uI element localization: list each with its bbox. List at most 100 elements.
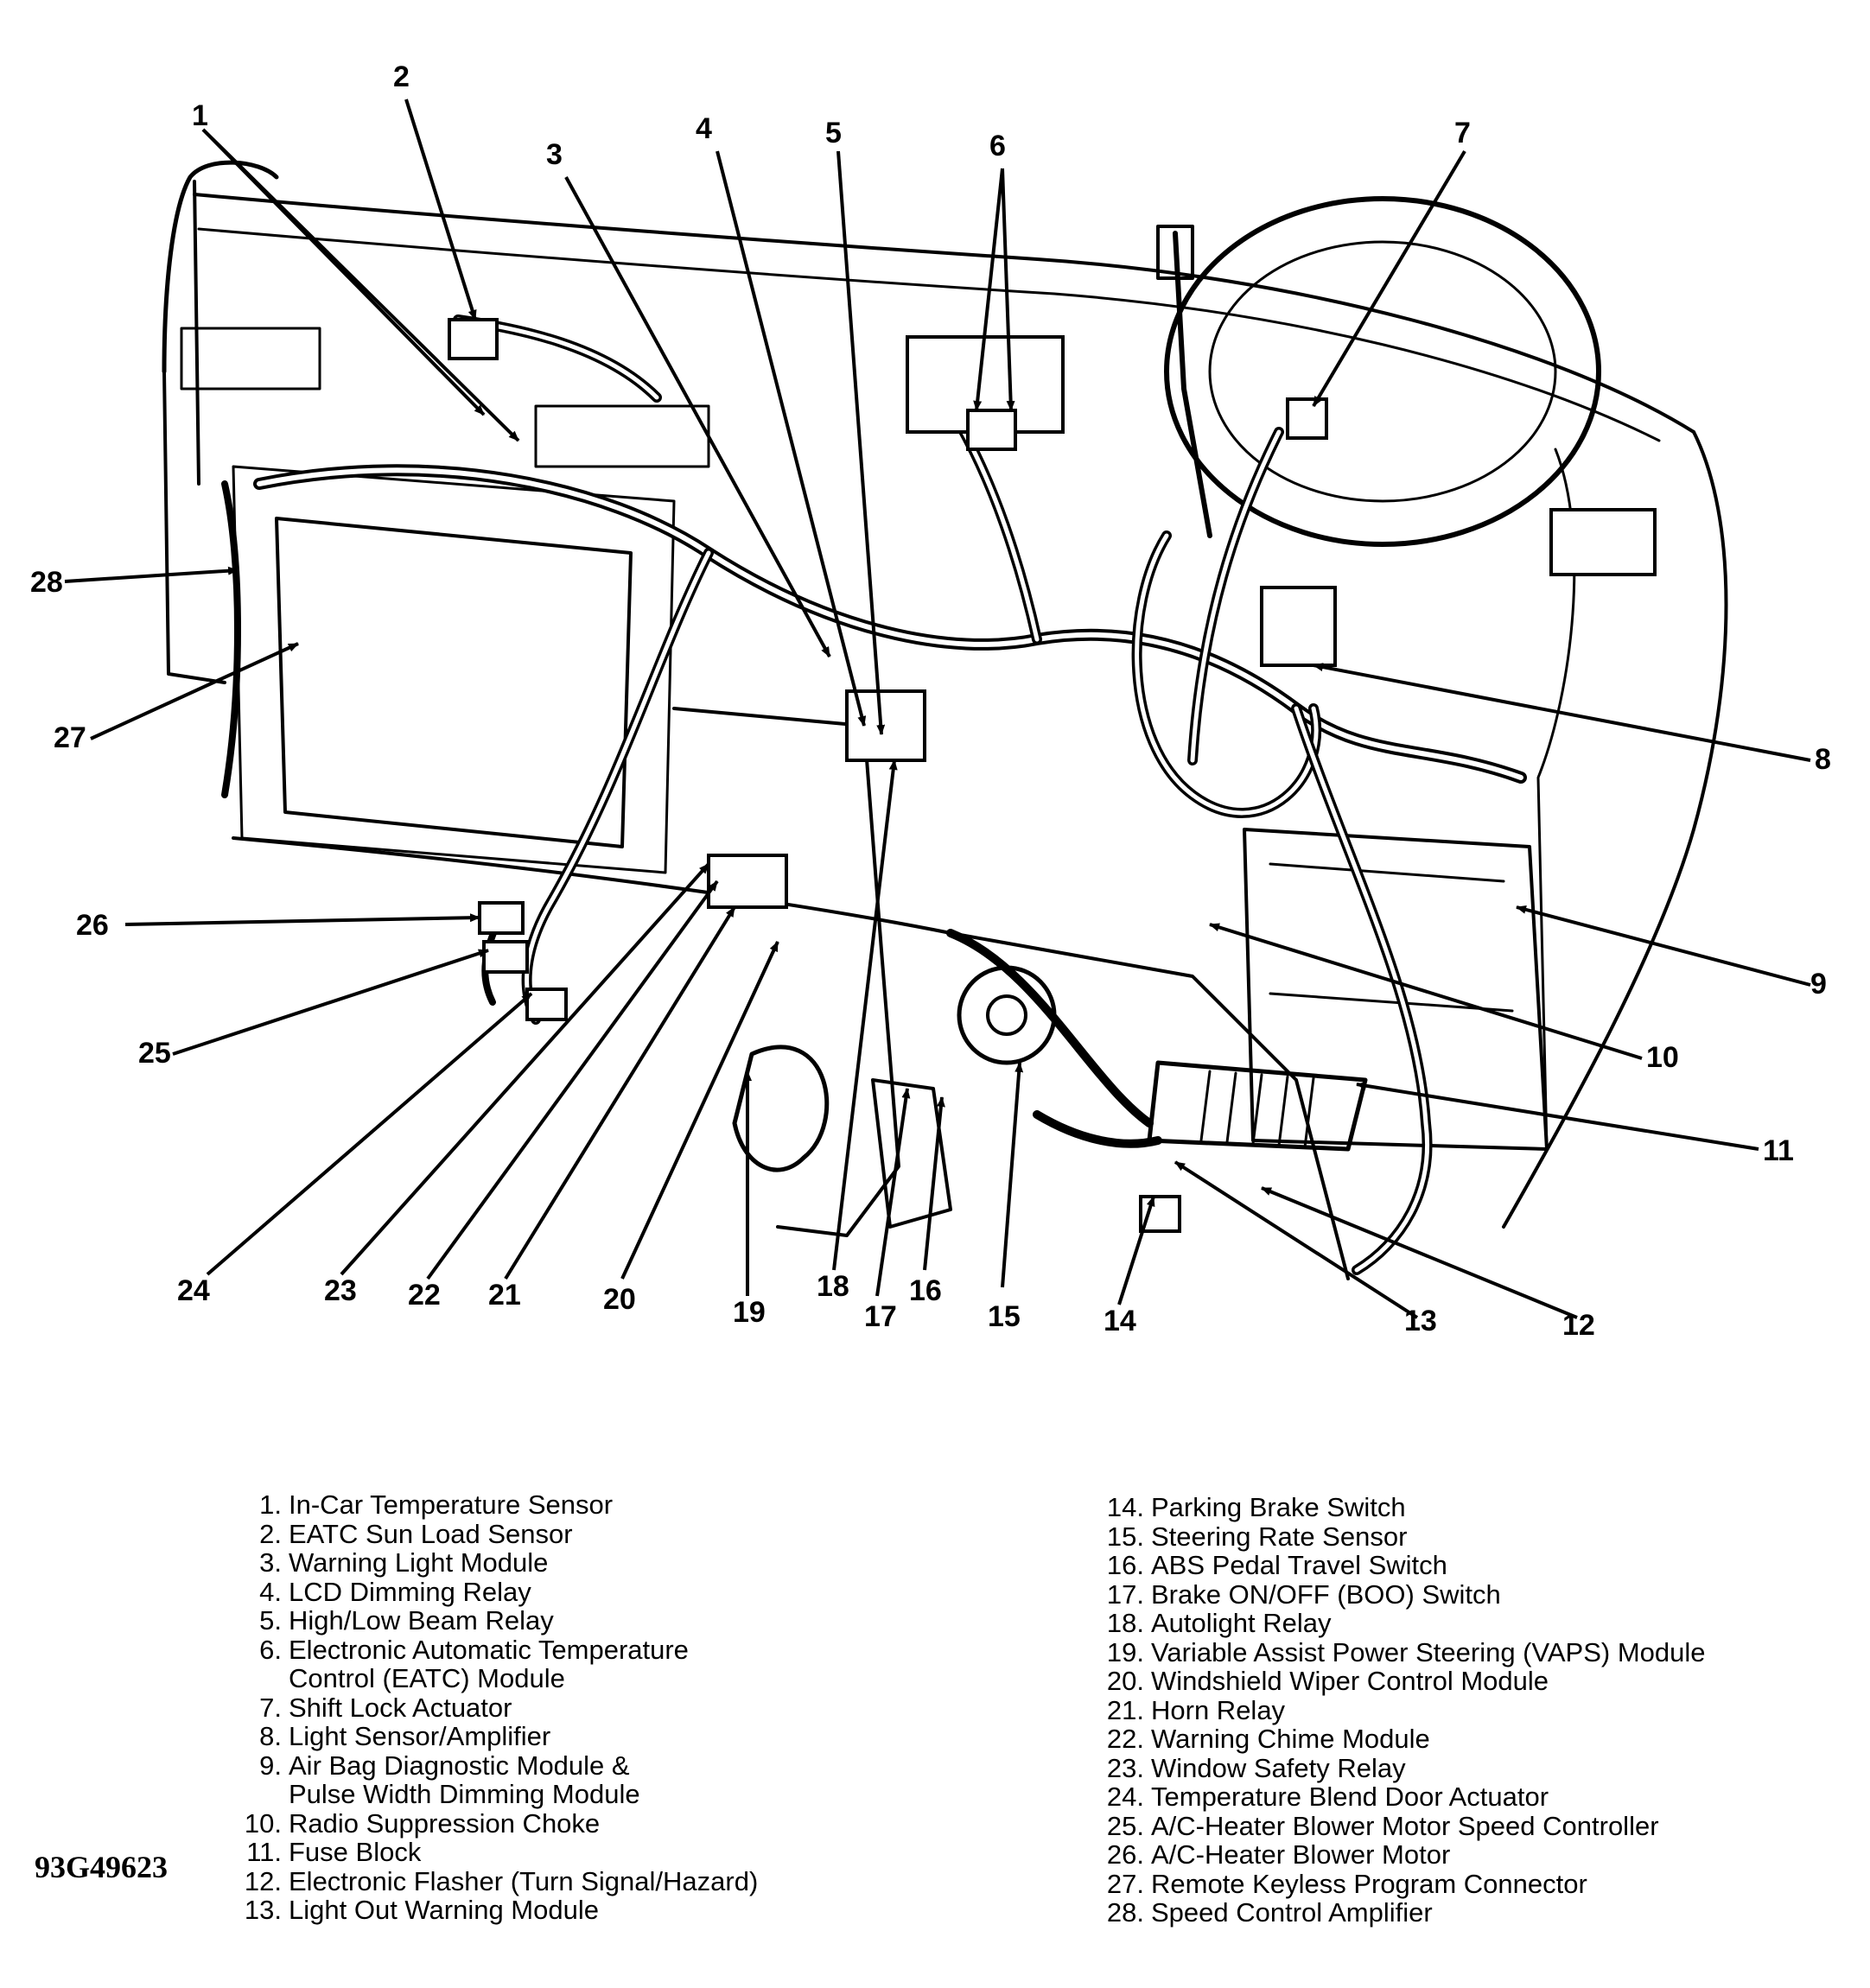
shift-lock-actuator bbox=[1286, 397, 1328, 440]
callout-11: 11 bbox=[1763, 1134, 1794, 1167]
legend-number: 1. bbox=[259, 1489, 282, 1520]
legend-item: 25.A/C-Heater Blower Motor Speed Control… bbox=[1096, 1811, 1706, 1841]
leader-25 bbox=[172, 949, 489, 1056]
legend-label: Radio Suppression Choke bbox=[289, 1807, 601, 1839]
legend-label: Variable Assist Power Steering (VAPS) Mo… bbox=[1151, 1636, 1706, 1667]
dashboard-line-art bbox=[162, 160, 1728, 1280]
legend-item: 5.High/Low Beam Relay bbox=[233, 1606, 758, 1635]
legend-label: Remote Keyless Program Connector bbox=[1151, 1868, 1587, 1899]
legend-number: 15. bbox=[1106, 1521, 1144, 1552]
legend-label: EATC Sun Load Sensor bbox=[289, 1518, 573, 1549]
legend-number: 16. bbox=[1106, 1550, 1144, 1580]
callout-6: 6 bbox=[989, 130, 1006, 162]
legend-label: Steering Rate Sensor bbox=[1151, 1521, 1408, 1552]
right-dash-outline bbox=[1502, 430, 1728, 1229]
harness-lower-right-inner bbox=[1294, 706, 1429, 1273]
wiring-harness bbox=[221, 314, 1527, 1275]
left-vent bbox=[180, 327, 321, 391]
legend-label: Window Safety Relay bbox=[1151, 1752, 1406, 1783]
legend-label: Shift Lock Actuator bbox=[289, 1692, 512, 1723]
leader-24 bbox=[206, 992, 533, 1276]
blower-connector-a bbox=[478, 901, 525, 935]
legend-label: LCD Dimming Relay bbox=[289, 1576, 531, 1607]
legend-label: Autolight Relay bbox=[1151, 1608, 1332, 1638]
leader-27 bbox=[90, 642, 299, 740]
legend-label-continuation: Control (EATC) Module bbox=[289, 1663, 565, 1693]
leader-2 bbox=[404, 98, 477, 321]
callout-2: 2 bbox=[393, 60, 410, 93]
callout-1: 1 bbox=[192, 99, 208, 132]
shift-stalk bbox=[1173, 231, 1212, 538]
blower-connector-b bbox=[482, 940, 529, 974]
leader-23 bbox=[340, 862, 710, 1276]
legend-label: Warning Chime Module bbox=[1151, 1724, 1430, 1754]
legend-number: 5. bbox=[259, 1605, 282, 1635]
legend-label: ABS Pedal Travel Switch bbox=[1151, 1550, 1447, 1580]
callout-19: 19 bbox=[733, 1296, 766, 1329]
legend-label: Light Sensor/Amplifier bbox=[289, 1721, 551, 1751]
legend-number: 24. bbox=[1106, 1782, 1144, 1812]
legend-item: 2.EATC Sun Load Sensor bbox=[233, 1518, 758, 1549]
legend-item: 6.Electronic Automatic Temperature bbox=[233, 1635, 758, 1665]
legend-item: 16.ABS Pedal Travel Switch bbox=[1096, 1551, 1706, 1580]
left-panel-outline bbox=[162, 180, 226, 684]
fuse-block-pins bbox=[1199, 1070, 1315, 1149]
legend-label: Horn Relay bbox=[1151, 1694, 1286, 1725]
legend-item: 18.Autolight Relay bbox=[1096, 1609, 1706, 1638]
leader-15 bbox=[1001, 1062, 1024, 1288]
legend-number: 2. bbox=[259, 1518, 282, 1549]
legend-item: 13.Light Out Warning Module bbox=[233, 1896, 758, 1925]
legend-label-continuation: Pulse Width Dimming Module bbox=[289, 1779, 640, 1809]
steering-wheel-inner bbox=[1208, 240, 1557, 503]
leader-26 bbox=[124, 913, 480, 926]
blend-door-connector bbox=[525, 988, 568, 1021]
callout-12: 12 bbox=[1562, 1309, 1595, 1342]
legend-number: 14. bbox=[1106, 1492, 1144, 1522]
legend-item: 11.Fuse Block bbox=[233, 1838, 758, 1867]
leader-3 bbox=[564, 176, 831, 657]
legend-item: 27.Remote Keyless Program Connector bbox=[1096, 1868, 1706, 1899]
legend-number: 28. bbox=[1106, 1897, 1144, 1928]
leader-22 bbox=[426, 880, 719, 1280]
legend-item: 3.Warning Light Module bbox=[233, 1548, 758, 1578]
legend-number: 8. bbox=[259, 1721, 282, 1751]
legend-label: Parking Brake Switch bbox=[1151, 1492, 1406, 1522]
leader-14 bbox=[1117, 1196, 1155, 1305]
legend-number: 20. bbox=[1106, 1666, 1144, 1696]
sun-load-sensor-connector bbox=[448, 318, 499, 360]
legend-label: Temperature Blend Door Actuator bbox=[1151, 1782, 1549, 1812]
leader-7 bbox=[1312, 149, 1466, 408]
dashboard-wiring-diagram: 1 2 3 4 5 6 7 8 9 10 11 12 13 14 15 16 1… bbox=[30, 60, 1831, 1342]
callout-3: 3 bbox=[546, 138, 563, 171]
legend-number: 10. bbox=[244, 1807, 282, 1839]
legend-label: Speed Control Amplifier bbox=[1151, 1897, 1433, 1928]
legend-item: 14.Parking Brake Switch bbox=[1096, 1493, 1706, 1522]
callout-9: 9 bbox=[1810, 968, 1827, 1000]
lower-dash-edge bbox=[232, 836, 1350, 1280]
legend-item: 9.Air Bag Diagnostic Module & bbox=[233, 1750, 758, 1781]
leader-8 bbox=[1313, 663, 1811, 762]
cluster-bezel bbox=[232, 465, 676, 874]
legend-item: 12.Electronic Flasher (Turn Signal/Hazar… bbox=[233, 1866, 758, 1896]
leader-9 bbox=[1516, 905, 1811, 987]
steering-rate-sensor-core bbox=[986, 994, 1027, 1036]
legend-label: Brake ON/OFF (BOO) Switch bbox=[1151, 1578, 1501, 1610]
right-lower-panel bbox=[1243, 828, 1549, 1151]
callout-8: 8 bbox=[1815, 743, 1831, 776]
legend-right-column: 14.Parking Brake Switch 15.Steering Rate… bbox=[1096, 1493, 1706, 1928]
callout-numbers: 1 2 3 4 5 6 7 8 9 10 11 12 13 14 15 16 1… bbox=[30, 60, 1831, 1342]
cluster-opening bbox=[275, 517, 633, 848]
legend-label: Fuse Block bbox=[289, 1837, 422, 1867]
center-console bbox=[672, 707, 900, 1237]
legend-label: Windshield Wiper Control Module bbox=[1151, 1666, 1549, 1696]
leader-18 bbox=[832, 759, 898, 1271]
legend-left-column: 1.In-Car Temperature Sensor 2.EATC Sun L… bbox=[233, 1490, 758, 1925]
leader-11 bbox=[1356, 1081, 1759, 1151]
figure-id: 93G49623 bbox=[35, 1850, 169, 1884]
legend-label: Air Bag Diagnostic Module & bbox=[289, 1750, 630, 1781]
callout-5: 5 bbox=[825, 117, 842, 149]
legend-item: 8.Light Sensor/Amplifier bbox=[233, 1722, 758, 1751]
center-vent bbox=[534, 404, 710, 468]
light-sensor-amplifier bbox=[1260, 586, 1337, 667]
callout-20: 20 bbox=[603, 1283, 636, 1316]
